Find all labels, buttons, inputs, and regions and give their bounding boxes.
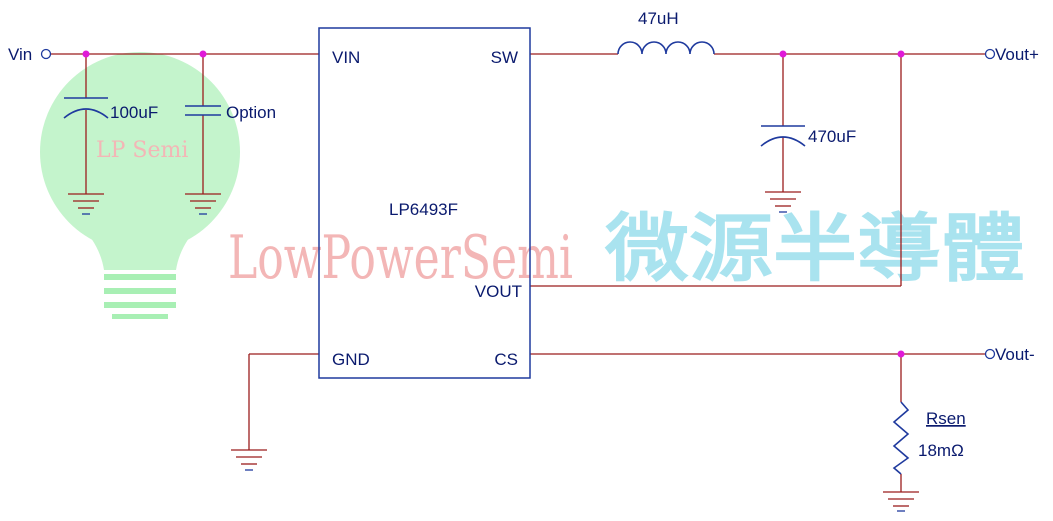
c-opt-label: Option [226,103,276,122]
pin-sw-label: SW [491,48,518,67]
junction-dot [779,50,787,58]
ground-icon [185,193,221,215]
terminal-vin: Vin [8,45,52,64]
ic-lp6493f: LP6493F VIN SW VOUT GND CS [318,27,531,379]
junction-dot [897,50,905,58]
watermark-brand-cjk: 微源半導體 [604,206,1025,292]
watermark: LP Semi LowPowerSemi 微源半導體 [40,52,1025,319]
watermark-brand-latin: LowPowerSemi [228,223,573,293]
rsen-value: 18mΩ [918,441,964,460]
pin-gnd-label: GND [332,350,370,369]
inductor-value: 47uH [638,9,679,28]
resistor-rsen: Rsen 18mΩ [892,401,966,475]
terminal-vout-minus: Vout- [984,345,1035,364]
ground-icon [68,193,104,215]
ground-icon [765,191,801,213]
c-in-value: 100uF [110,103,158,122]
junction-dot [199,50,207,58]
ground-icon [231,449,267,471]
capacitor-c-option: Option [185,103,276,122]
terminal-vin-label: Vin [8,45,32,64]
terminal-vout-plus: Vout+ [984,45,1039,64]
capacitor-c-out: 470uF [760,125,856,147]
c-out-value: 470uF [808,127,856,146]
pin-cs-label: CS [494,350,518,369]
wires [51,53,985,492]
inductor: 47uH [617,9,715,55]
pin-vout-label: VOUT [475,282,522,301]
bulb-logo-icon [40,52,240,319]
pin-vin-label: VIN [332,48,360,67]
terminal-vout-plus-label: Vout+ [995,45,1039,64]
watermark-badge: LP Semi [96,138,188,163]
rsen-name: Rsen [926,409,966,428]
capacitor-c-in: 100uF [63,97,158,122]
junction-dot [82,50,90,58]
ground-icon [883,491,919,512]
ic-part-number: LP6493F [389,200,458,219]
junctions [82,50,905,358]
junction-dot [897,350,905,358]
terminal-vout-minus-label: Vout- [995,345,1035,364]
